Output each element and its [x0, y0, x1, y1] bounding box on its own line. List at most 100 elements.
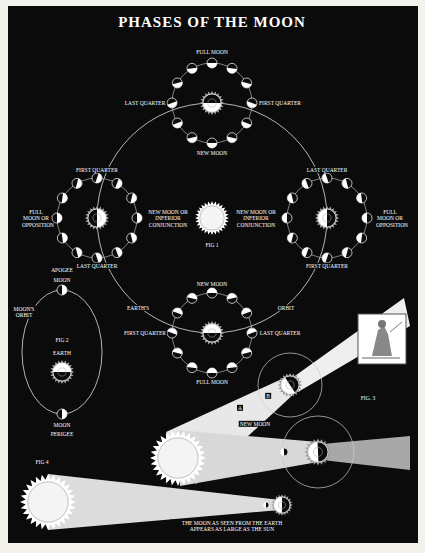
moon-orbit: [57, 178, 137, 258]
moon-lit: [242, 82, 252, 88]
moon: [187, 293, 197, 303]
moon-lit: [62, 193, 68, 203]
sun-rays: [195, 201, 229, 235]
earth-lit: [281, 377, 295, 393]
moon: [227, 363, 237, 373]
moon: [52, 213, 62, 223]
moon: [342, 248, 352, 258]
earth-lit: [53, 363, 71, 372]
moon-lit: [207, 143, 217, 148]
moon-lit: [137, 213, 142, 223]
moon-lit: [187, 293, 197, 299]
moon-lit: [187, 68, 197, 74]
moon-lit: [76, 179, 82, 189]
moon-lit: [227, 68, 237, 74]
moon: [287, 193, 297, 203]
moon: [72, 248, 82, 258]
moon-lit: [287, 193, 293, 203]
moon: [167, 328, 177, 338]
earth-rays: [278, 373, 302, 397]
phase-label: NEW MOON: [196, 150, 229, 156]
moon-lit: [173, 308, 183, 315]
moon: [127, 193, 137, 203]
earth: [53, 363, 71, 381]
phase-label: LAST QUARTER: [124, 100, 167, 106]
moon-lit: [173, 348, 183, 354]
moon: [57, 285, 67, 295]
moon: [112, 248, 122, 258]
shadow-cone: [322, 436, 410, 470]
moon: [92, 173, 102, 183]
earth-rays: [200, 321, 224, 345]
moon: [112, 178, 122, 188]
earth-line: [58, 368, 66, 376]
phase-label: ORBIT: [277, 305, 296, 311]
phase-label: FIRST QUARTER: [305, 263, 349, 269]
figure-number: FIG 1: [205, 242, 220, 248]
moon-lit: [247, 101, 257, 107]
inset-picture: [358, 314, 406, 364]
moon: [242, 118, 252, 128]
plate-ground: [8, 6, 418, 543]
moon: [282, 213, 292, 223]
moon-lit: [287, 233, 293, 243]
moon-lit: [242, 308, 252, 315]
figures: [20, 58, 410, 530]
moon: [227, 293, 237, 303]
sun-disc: [28, 482, 68, 522]
phase-label: PERIGEE: [50, 431, 75, 437]
moon-lit: [302, 179, 309, 189]
moon-lit: [76, 248, 82, 258]
earth-rays: [200, 91, 224, 115]
moon-lit: [242, 121, 252, 128]
moon-orbit: [172, 63, 252, 143]
earth-lit: [97, 209, 106, 227]
moon: [357, 193, 367, 203]
moon-lit: [207, 368, 217, 373]
moon-orbit: [172, 293, 252, 373]
moon: [57, 193, 67, 203]
moon: [227, 63, 237, 73]
sun-rays: [150, 430, 206, 486]
phase-label: NEW MOON: [239, 421, 272, 427]
earth: [281, 376, 299, 394]
light-beam: [292, 298, 410, 392]
earth: [203, 324, 221, 342]
phase-label: FULL MOON OR OPPOSITION: [375, 209, 405, 228]
moon-lit: [167, 328, 177, 334]
moon-lit: [95, 253, 101, 263]
moon: [57, 233, 67, 243]
earth-line: [208, 329, 216, 337]
phase-label: FULL MOON: [195, 49, 229, 55]
moon-lit: [362, 213, 367, 223]
moon-orbit: [282, 416, 354, 488]
earth-lit: [318, 209, 327, 227]
phase-label: FIRST QUARTER: [258, 100, 302, 106]
moon: [242, 308, 252, 318]
moon: [72, 178, 82, 188]
earth-lit: [203, 103, 221, 112]
moon: [302, 248, 312, 258]
earth: [203, 94, 221, 112]
moon-lit: [95, 173, 101, 183]
earth-orbit: [97, 103, 327, 333]
earth-line: [208, 99, 216, 107]
phase-label: NEW MOON OR INFERIOR CONJUNCTION: [145, 209, 191, 228]
moon-lit: [207, 63, 217, 68]
earth-line: [323, 214, 331, 222]
moon: [227, 133, 237, 143]
moon-lit: [167, 101, 177, 107]
phase-label: NEW MOON: [196, 281, 229, 287]
moon: [187, 363, 197, 373]
moon: [287, 233, 297, 243]
moon-lit: [242, 348, 252, 354]
moon-lit: [227, 136, 237, 142]
moon: [172, 308, 182, 318]
moon-lit: [322, 173, 328, 183]
moon: [207, 368, 217, 378]
earth-lit: [203, 324, 221, 333]
moon-orbit: [258, 353, 322, 417]
moon-lit: [342, 248, 348, 258]
phase-label: MOON'S ORBIT: [10, 306, 38, 319]
moon-lit: [187, 136, 197, 142]
